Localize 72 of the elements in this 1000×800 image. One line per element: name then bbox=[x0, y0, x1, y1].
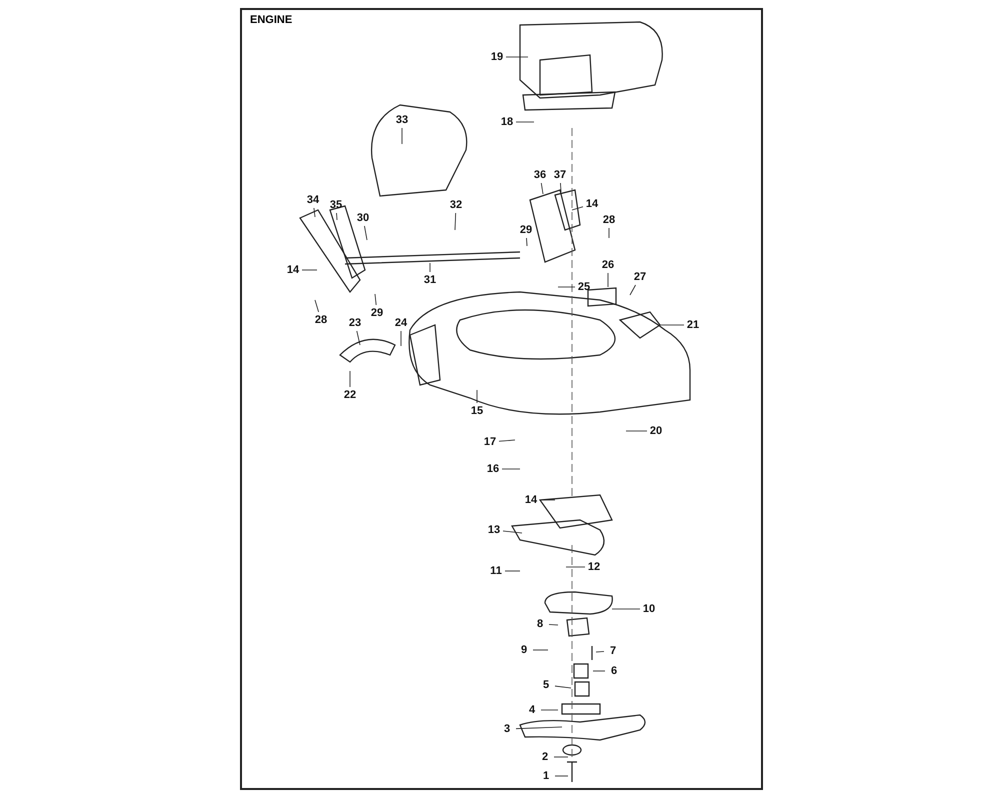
callout-number: 8 bbox=[536, 618, 544, 630]
callout-number: 6 bbox=[610, 665, 618, 677]
callout-number: 37 bbox=[554, 169, 566, 181]
callout-number: 33 bbox=[396, 114, 408, 126]
callout-number: 22 bbox=[344, 389, 356, 401]
callout-number: 35 bbox=[330, 199, 342, 211]
callout-number: 19 bbox=[490, 51, 504, 63]
leader-line bbox=[506, 56, 528, 58]
callout-number: 29 bbox=[370, 307, 384, 319]
leader-line bbox=[560, 182, 562, 192]
callout-number: 26 bbox=[602, 259, 614, 271]
callout-number: 27 bbox=[634, 271, 646, 283]
callout-number: 32 bbox=[450, 199, 462, 211]
leader-line bbox=[554, 756, 568, 758]
leader-line bbox=[554, 686, 572, 688]
callout-number: 14 bbox=[524, 494, 538, 506]
callout-number: 28 bbox=[314, 314, 328, 326]
leader-line bbox=[502, 530, 522, 534]
callout-number: 18 bbox=[500, 116, 514, 128]
leader-line bbox=[400, 330, 402, 346]
leader-line bbox=[504, 570, 520, 572]
leader-line bbox=[314, 208, 316, 218]
leader-line bbox=[374, 294, 377, 306]
leader-line bbox=[592, 670, 606, 672]
callout-number: 14 bbox=[286, 264, 300, 276]
callout-number: 5 bbox=[542, 679, 550, 691]
leader-line bbox=[540, 182, 544, 194]
callout-number: 31 bbox=[424, 274, 436, 286]
leader-line bbox=[626, 430, 648, 432]
callout-number: 36 bbox=[534, 169, 546, 181]
callout-number: 10 bbox=[642, 603, 656, 615]
leader-line bbox=[356, 330, 360, 346]
leader-line bbox=[660, 324, 684, 326]
leader-line bbox=[572, 206, 584, 210]
callout-number: 17 bbox=[484, 436, 496, 448]
callout-number: 14 bbox=[586, 198, 598, 210]
callout-number: 2 bbox=[542, 751, 548, 763]
leader-line bbox=[502, 468, 520, 470]
callout-number: 25 bbox=[578, 281, 590, 293]
callout-number: 3 bbox=[504, 723, 510, 735]
leader-line bbox=[498, 440, 516, 442]
callout-number: 34 bbox=[306, 194, 320, 206]
leader-line bbox=[548, 624, 558, 626]
callout-number: 9 bbox=[520, 644, 528, 656]
callout-number: 7 bbox=[610, 645, 616, 657]
callout-number: 12 bbox=[588, 561, 600, 573]
callout-number: 21 bbox=[686, 319, 700, 331]
leader-line bbox=[314, 300, 319, 312]
leader-line bbox=[608, 228, 610, 238]
callout-number: 30 bbox=[356, 212, 370, 224]
callout-number: 23 bbox=[348, 317, 362, 329]
leader-line bbox=[364, 226, 368, 240]
leader-line bbox=[612, 608, 640, 610]
callout-number: 29 bbox=[520, 224, 532, 236]
callout-number: 4 bbox=[528, 704, 536, 716]
leader-line bbox=[476, 390, 478, 404]
leader-line bbox=[336, 212, 338, 220]
callout-number: 1 bbox=[542, 770, 550, 782]
leader-line bbox=[526, 238, 528, 246]
leader-line bbox=[566, 566, 586, 568]
leader-line bbox=[454, 212, 456, 230]
heading: ENGINE bbox=[250, 14, 292, 26]
leader-line bbox=[596, 651, 604, 652]
callout-number: 20 bbox=[650, 425, 662, 437]
leader-line bbox=[558, 286, 576, 288]
callout-number: 16 bbox=[486, 463, 500, 475]
callout-number: 15 bbox=[470, 405, 484, 417]
callout-number: 13 bbox=[488, 524, 500, 536]
leader-line bbox=[630, 284, 636, 296]
callout-number: 28 bbox=[602, 214, 616, 226]
callout-number: 11 bbox=[490, 565, 502, 577]
callout-number: 24 bbox=[394, 317, 408, 329]
